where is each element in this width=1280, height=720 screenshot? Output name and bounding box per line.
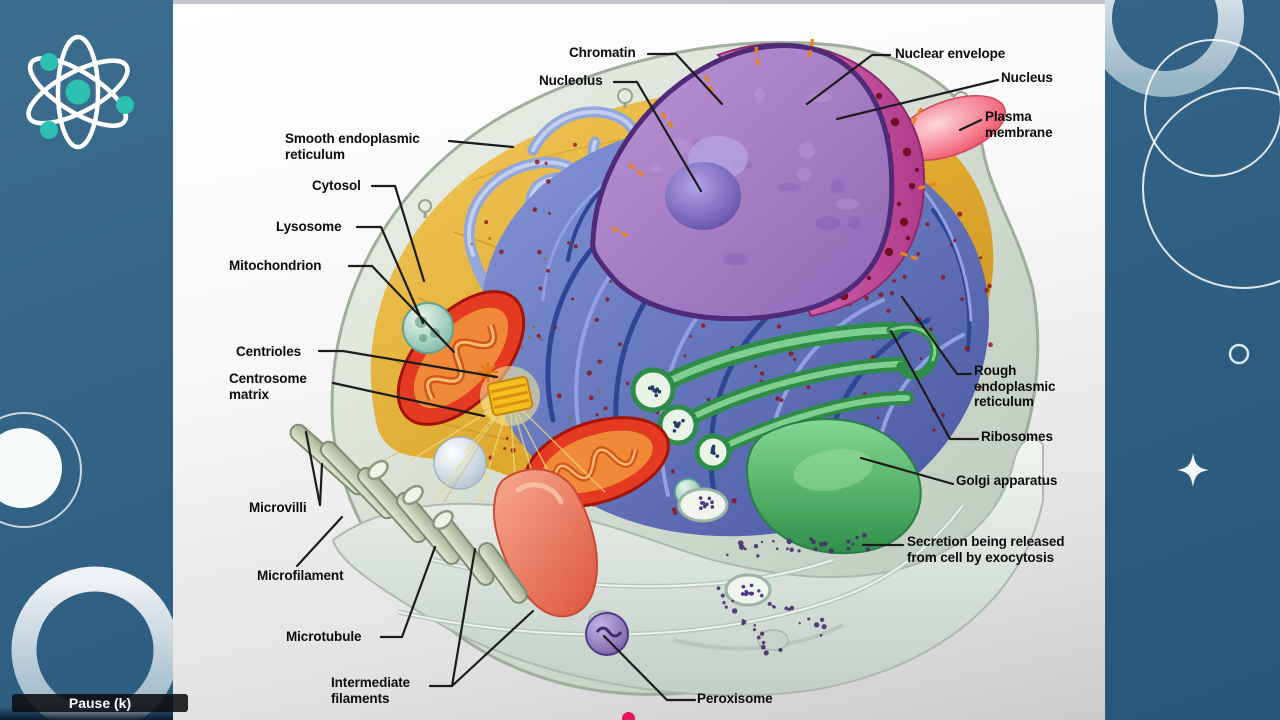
label-centrioles: Centrioles bbox=[236, 344, 302, 359]
nucleus-body bbox=[590, 43, 895, 322]
label-microvilli: Microvilli bbox=[249, 500, 307, 515]
microvilli bbox=[289, 423, 528, 604]
label-lysosome: Lysosome bbox=[276, 219, 342, 234]
nuclear-pores bbox=[611, 38, 937, 261]
progress-scrubber-dot[interactable] bbox=[622, 712, 635, 720]
centriole-star bbox=[477, 361, 499, 383]
centrosome bbox=[362, 361, 606, 551]
label-ribosomes: Ribosomes bbox=[981, 429, 1053, 444]
vesicle-contents bbox=[647, 385, 754, 597]
vesicle bbox=[433, 436, 487, 490]
label-mitochondrion: Mitochondrion bbox=[229, 258, 322, 273]
label-rough-er: Rough endoplasmic reticulum bbox=[974, 363, 1056, 409]
decor-circles-left bbox=[0, 412, 179, 720]
label-smooth-er: Smooth endoplasmic reticulum bbox=[285, 131, 420, 162]
slide-panel: Smooth endoplasmic reticulum Cytosol Lys… bbox=[173, 0, 1105, 720]
label-nucleus: Nucleus bbox=[1001, 70, 1053, 85]
label-centrosome-matrix: Centrosome matrix bbox=[229, 371, 307, 402]
lysosome bbox=[402, 302, 454, 354]
label-microtubule: Microtubule bbox=[286, 629, 362, 644]
peroxisome bbox=[585, 612, 629, 656]
cell-illustration bbox=[289, 38, 1044, 702]
label-cytosol: Cytosol bbox=[312, 178, 361, 193]
secretory-vesicle-1 bbox=[677, 487, 729, 523]
label-chromatin: Chromatin bbox=[569, 45, 636, 60]
sparkle-icon bbox=[1177, 453, 1209, 487]
filament-bundle bbox=[492, 468, 599, 618]
label-secretion: Secretion being released from cell by ex… bbox=[907, 534, 1065, 565]
secretory-vesicle-2 bbox=[724, 573, 772, 607]
label-intermediate-filaments: Intermediate filaments bbox=[331, 675, 411, 706]
label-microfilament: Microfilament bbox=[257, 568, 344, 583]
label-golgi-apparatus: Golgi apparatus bbox=[956, 473, 1058, 488]
label-nucleolus: Nucleolus bbox=[539, 73, 603, 88]
nucleus bbox=[590, 38, 937, 322]
secretion-dots bbox=[716, 532, 870, 656]
pointer-lines bbox=[295, 52, 1000, 702]
atom-icon bbox=[26, 34, 134, 150]
decor-rings-top-right bbox=[1086, 0, 1280, 365]
nucleolus bbox=[665, 162, 741, 230]
label-peroxisome: Peroxisome bbox=[697, 691, 773, 706]
label-nuclear-envelope: Nuclear envelope bbox=[895, 46, 1006, 61]
label-plasma-membrane: Plasma membrane bbox=[985, 109, 1053, 140]
pause-tooltip: Pause (k) bbox=[12, 694, 188, 712]
